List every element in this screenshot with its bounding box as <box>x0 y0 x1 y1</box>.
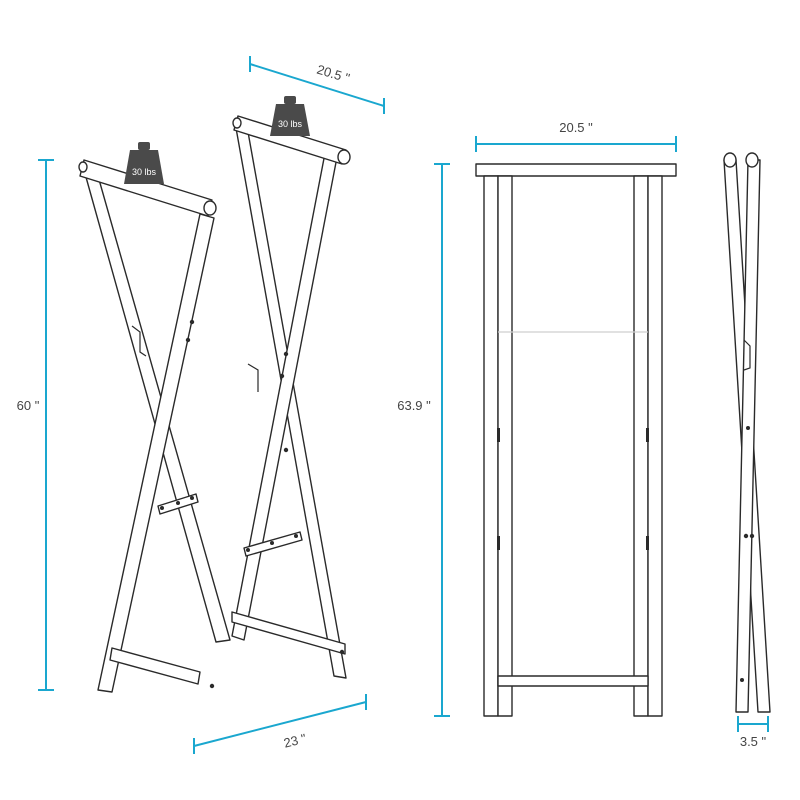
dim-side-depth-label: 3.5 " <box>740 734 767 749</box>
bolt <box>283 447 289 453</box>
side-hinge <box>743 339 751 371</box>
dim-side-depth: 3.5 " <box>737 716 769 749</box>
front-bottom-bar <box>497 675 649 687</box>
hinge-mark <box>646 536 649 550</box>
bolt <box>246 548 250 552</box>
bolt <box>190 496 194 500</box>
hinge-mark <box>497 536 500 550</box>
front-dowel-end <box>203 200 217 216</box>
back-frame <box>231 115 351 679</box>
weight-left: 30 lbs <box>124 142 164 184</box>
dim-line <box>193 701 367 747</box>
dim-front-height: 63.9 " <box>397 163 450 717</box>
weight-right-label: 30 lbs <box>278 119 303 129</box>
bolt <box>339 649 345 655</box>
bolt <box>743 533 749 539</box>
dim-height-left: 60 " <box>17 159 54 691</box>
hinge-mark <box>646 428 649 442</box>
front-left-post-inner <box>497 175 513 717</box>
bolt <box>209 683 215 689</box>
weight-icon <box>270 104 310 136</box>
weight-knob <box>138 142 150 150</box>
front-left-post-outer <box>483 175 499 717</box>
bolt <box>176 501 180 505</box>
bolt <box>283 351 289 357</box>
bolt <box>746 426 750 430</box>
side-view: 3.5 " <box>723 152 771 749</box>
front-dowel-end-left <box>78 161 88 173</box>
dim-bottom-width-label: 23 " <box>282 731 308 751</box>
bolt <box>270 541 274 545</box>
bolt <box>279 373 285 379</box>
side-dowel-end <box>745 152 759 168</box>
weight-left-label: 30 lbs <box>132 167 157 177</box>
back-bottom-rail <box>231 611 346 655</box>
side-dowel-end <box>723 152 737 168</box>
back-dowel-end-left <box>232 117 242 129</box>
dim-height-left-label: 60 " <box>17 398 40 413</box>
bolt <box>294 534 298 538</box>
weight-icon <box>124 150 164 184</box>
dim-front-height-label: 63.9 " <box>397 398 431 413</box>
dim-top-depth: 20.5 " <box>249 56 385 114</box>
dim-front-width: 20.5 " <box>475 120 677 152</box>
dim-top-depth-label: 20.5 " <box>315 62 352 86</box>
dim-bottom-width: 23 " <box>193 694 367 754</box>
front-leg-b <box>97 213 215 693</box>
weight-right: 30 lbs <box>270 96 310 136</box>
front-bottom-rail <box>109 647 201 685</box>
weight-knob <box>284 96 296 104</box>
front-right-post-inner <box>633 175 649 717</box>
front-top-bar <box>475 163 677 177</box>
dim-line <box>249 63 385 107</box>
perspective-view: 30 lbs 30 lbs 20.5 " 60 " 23 " <box>17 56 385 754</box>
bolt <box>189 319 195 325</box>
bolt <box>749 533 755 539</box>
bolt <box>740 678 744 682</box>
hinge-notch <box>247 363 259 392</box>
front-right-post-outer <box>647 175 663 717</box>
bolt <box>160 506 164 510</box>
front-view: 20.5 " 63.9 " <box>397 120 677 717</box>
hinge-mark <box>497 428 500 442</box>
front-frame <box>78 159 231 693</box>
bolt <box>185 337 191 343</box>
hinge-notch <box>131 325 147 357</box>
back-dowel-end <box>337 149 351 165</box>
dim-front-width-label: 20.5 " <box>559 120 593 135</box>
